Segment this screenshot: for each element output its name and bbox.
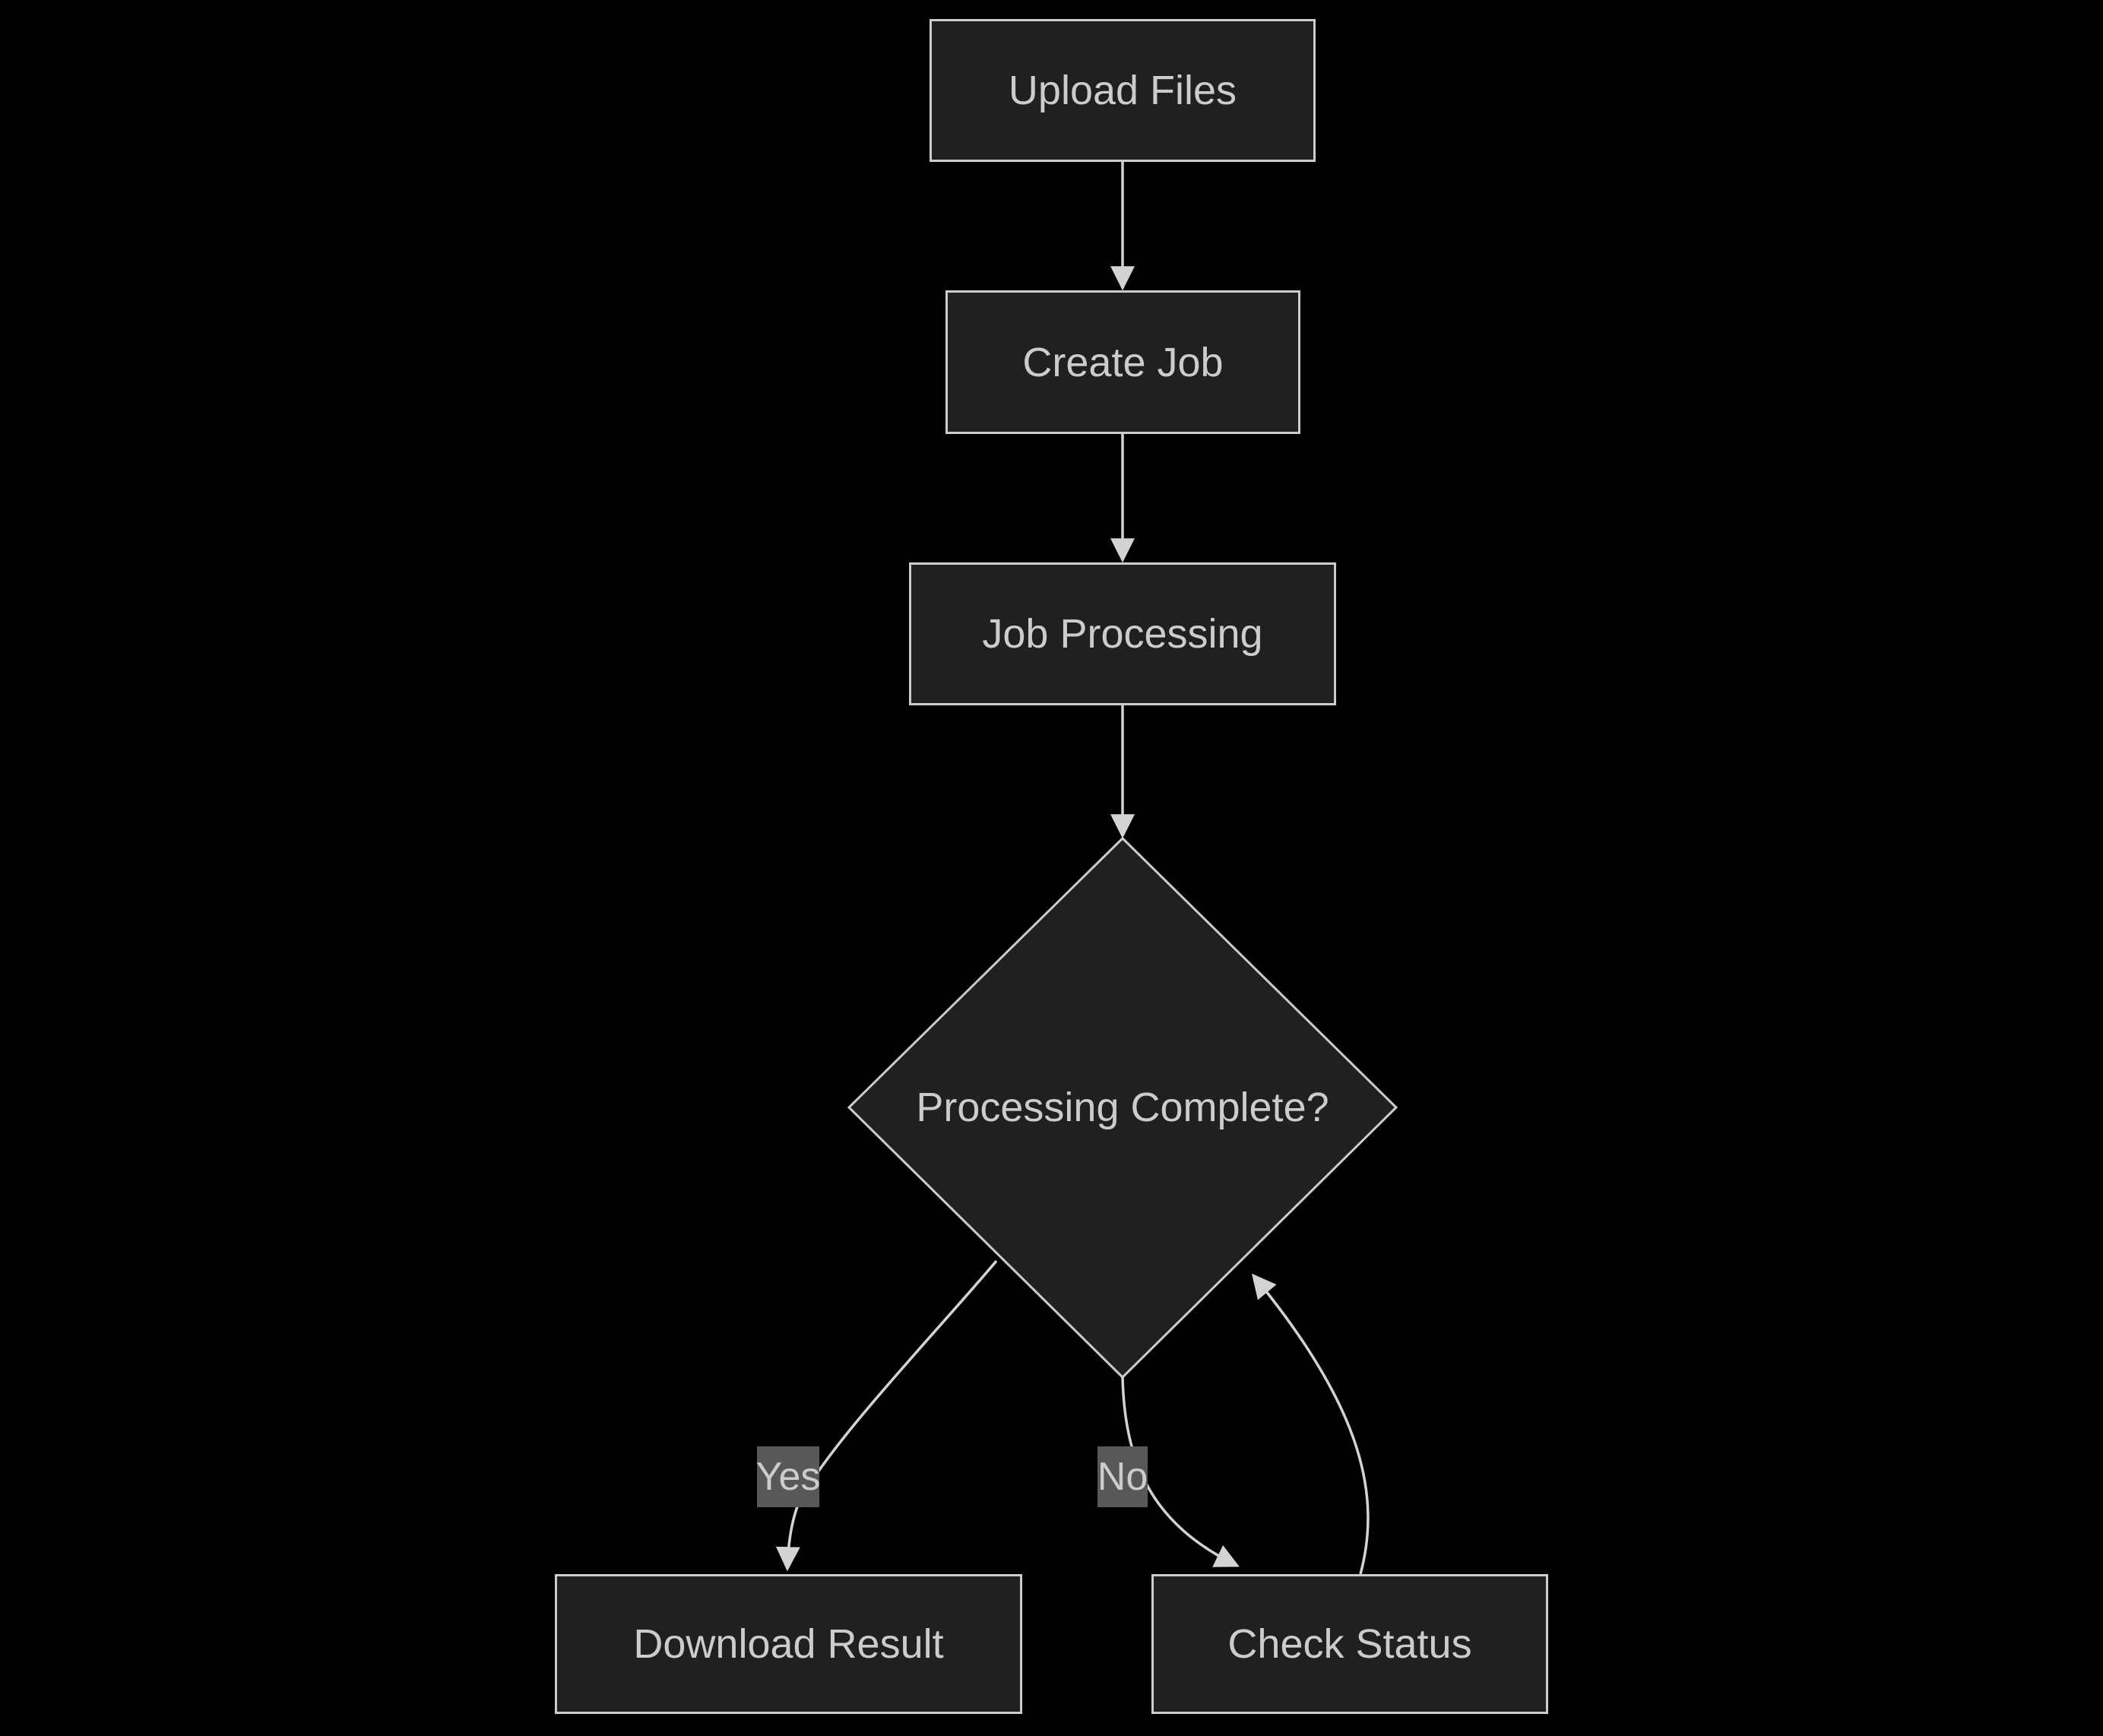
node-create-job-label: Create Job: [1022, 339, 1224, 385]
node-check-status-label: Check Status: [1227, 1621, 1472, 1667]
node-create-job: Create Job: [945, 290, 1300, 434]
node-processing-complete-label: Processing Complete?: [916, 1085, 1329, 1130]
edge-label-yes: Yes: [755, 1446, 821, 1507]
node-processing-complete: Processing Complete?: [857, 1069, 1389, 1145]
node-job-processing: Job Processing: [909, 562, 1336, 705]
node-download-result: Download Result: [555, 1574, 1022, 1714]
edge-decision-to-download-yes: [775, 1259, 998, 1572]
edge-label-no: No: [1097, 1446, 1148, 1507]
edge-label-yes-text: Yes: [755, 1455, 821, 1499]
edge-decision-to-check-no: [1121, 1376, 1240, 1567]
node-download-result-label: Download Result: [633, 1621, 944, 1667]
node-upload-files-label: Upload Files: [1008, 68, 1237, 113]
node-upload-files: Upload Files: [930, 19, 1316, 162]
edge-check-to-decision: [1251, 1273, 1370, 1575]
node-job-processing-label: Job Processing: [982, 611, 1263, 657]
edge-label-no-text: No: [1097, 1455, 1148, 1499]
node-check-status: Check Status: [1151, 1574, 1548, 1714]
